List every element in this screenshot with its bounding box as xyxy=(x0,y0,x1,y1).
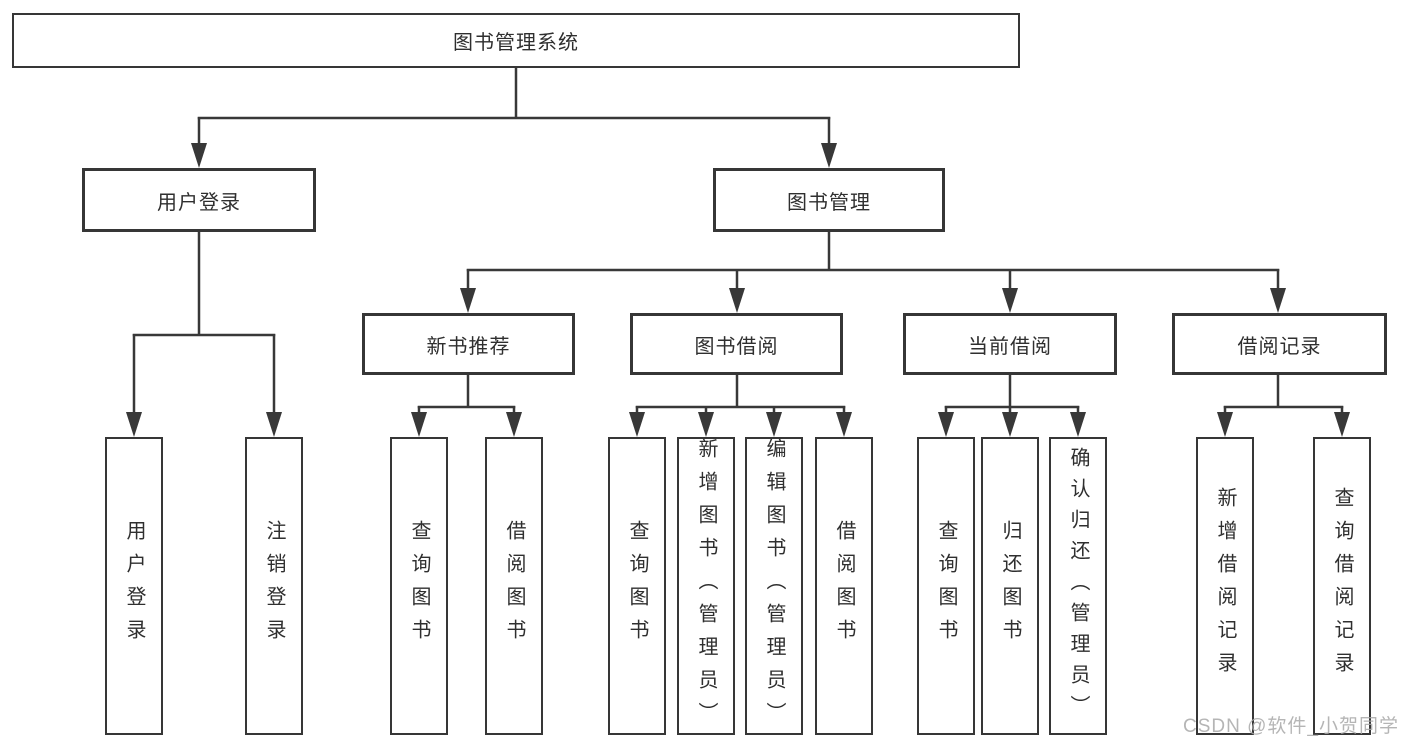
node-new-book-recommend: 新书推荐 xyxy=(362,313,575,375)
connector-book-management-to-level3 xyxy=(460,232,1286,313)
leaf-label: 查询图书 xyxy=(935,520,957,652)
node-user-login: 用户登录 xyxy=(82,168,316,232)
csdn-watermark: CSDN @软件_小贺同学 xyxy=(1183,716,1399,737)
node-label: 用户登录 xyxy=(157,191,241,214)
leaf-label: 归还图书 xyxy=(999,520,1021,652)
leaf-query-books: 查询图书 xyxy=(390,437,448,735)
node-label: 图书管理 xyxy=(787,191,871,214)
leaf-add-borrow-record: 新增借阅记录 xyxy=(1196,437,1254,735)
node-current-borrow: 当前借阅 xyxy=(903,313,1117,375)
connector-current-borrow-to-leaves xyxy=(938,375,1086,437)
leaf-query-books: 查询图书 xyxy=(917,437,975,735)
node-label: 图书管理系统 xyxy=(453,32,579,54)
connector-new-book-to-leaves xyxy=(411,375,522,437)
leaf-label: 用户登录 xyxy=(123,520,145,652)
leaf-label: 新增图书（管理员） xyxy=(695,437,717,735)
node-book-borrow: 图书借阅 xyxy=(630,313,843,375)
node-library-management-system: 图书管理系统 xyxy=(12,13,1020,68)
leaf-label: 新增借阅记录 xyxy=(1214,487,1236,685)
leaf-edit-books-admin: 编辑图书（管理员） xyxy=(745,437,803,735)
leaf-user-login: 用户登录 xyxy=(105,437,163,735)
node-book-management: 图书管理 xyxy=(713,168,945,232)
leaf-confirm-return-admin: 确认归还（管理员） xyxy=(1049,437,1107,735)
leaf-logout-login: 注销登录 xyxy=(245,437,303,735)
node-label: 当前借阅 xyxy=(968,335,1052,358)
leaf-label: 注销登录 xyxy=(263,520,285,652)
leaf-label: 查询借阅记录 xyxy=(1331,487,1353,685)
leaf-label: 借阅图书 xyxy=(503,520,525,652)
leaf-label: 确认归还（管理员） xyxy=(1067,446,1089,726)
connector-root-to-level2 xyxy=(191,68,837,168)
leaf-label: 查询图书 xyxy=(408,520,430,652)
node-borrow-records: 借阅记录 xyxy=(1172,313,1387,375)
node-label: 借阅记录 xyxy=(1237,335,1322,358)
leaf-label: 借阅图书 xyxy=(833,520,855,652)
node-label: 图书借阅 xyxy=(694,335,779,358)
leaf-return-books: 归还图书 xyxy=(981,437,1039,735)
leaf-query-books: 查询图书 xyxy=(608,437,666,735)
leaf-borrow-books: 借阅图书 xyxy=(485,437,543,735)
connector-borrow-records-to-leaves xyxy=(1217,375,1350,437)
leaf-borrow-books: 借阅图书 xyxy=(815,437,873,735)
node-label: 新书推荐 xyxy=(426,335,511,358)
leaf-query-borrow-record: 查询借阅记录 xyxy=(1313,437,1371,735)
leaf-label: 编辑图书（管理员） xyxy=(763,437,785,735)
connector-user-login-to-leaves xyxy=(126,232,282,437)
connector-book-borrow-to-leaves xyxy=(629,375,852,437)
leaf-label: 查询图书 xyxy=(626,520,648,652)
leaf-add-books-admin: 新增图书（管理员） xyxy=(677,437,735,735)
